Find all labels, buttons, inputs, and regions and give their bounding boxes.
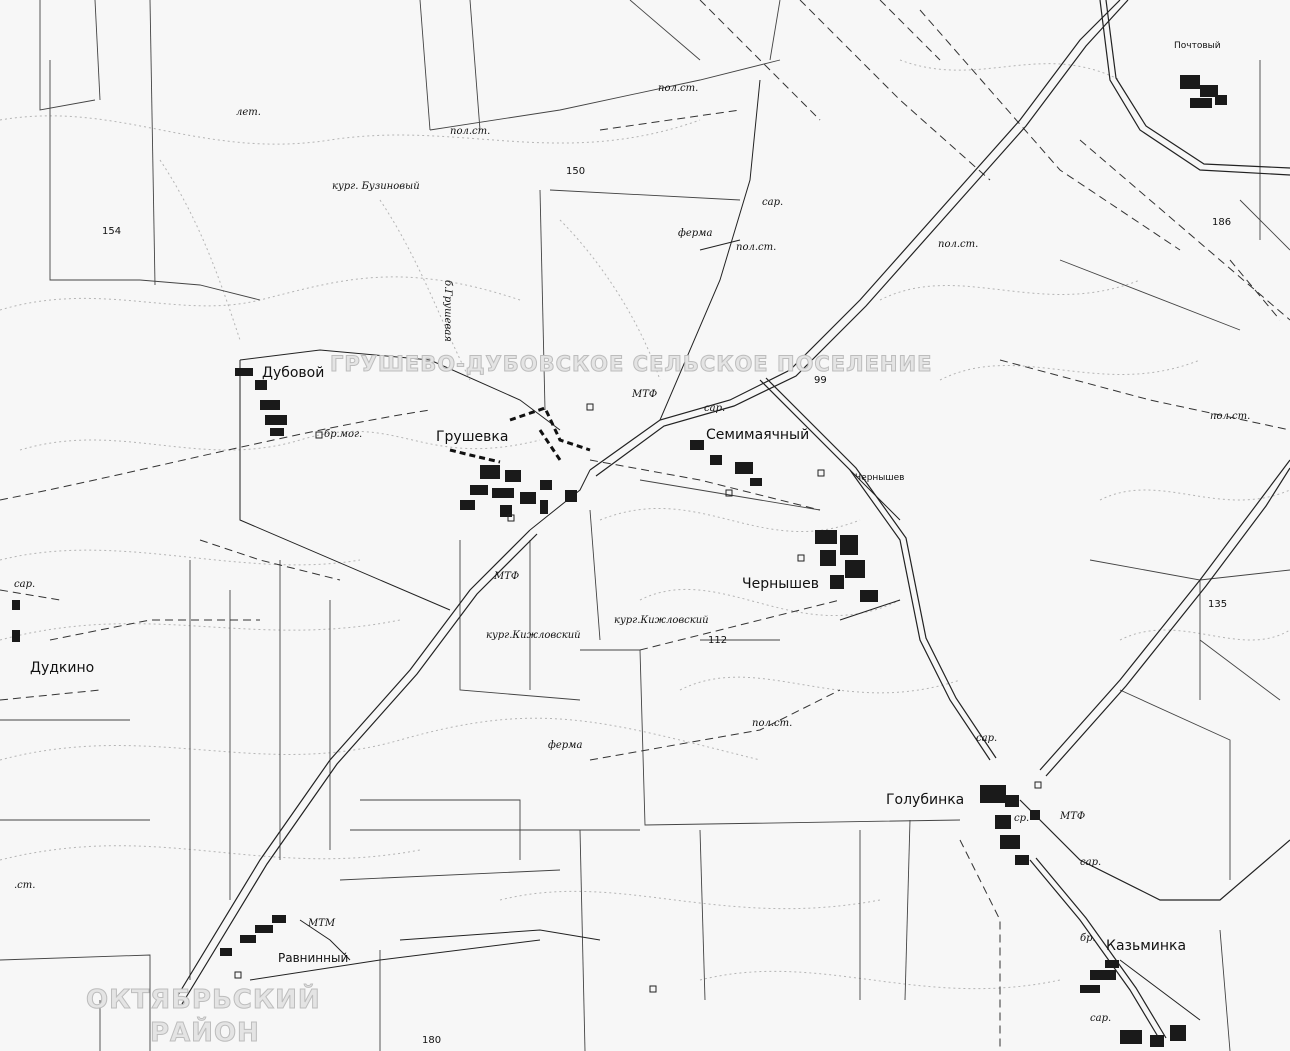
label-kurg-kizhlovsky-1: кург.Кижловский xyxy=(486,630,581,641)
label-sar-2: сар. xyxy=(704,403,726,414)
town-pochtovy: Почтовый xyxy=(1174,41,1221,51)
grushevka-outline xyxy=(449,406,591,464)
label-ferma-2: ферма xyxy=(548,740,583,751)
town-kazminka: Казьминка xyxy=(1106,938,1187,954)
number-186: 186 xyxy=(1212,217,1232,228)
label-mtf-1: МТФ xyxy=(632,389,658,400)
label-sar-3: сар. xyxy=(14,579,36,590)
label-sar-5: сар. xyxy=(1080,857,1102,868)
town-chernyshev-small: Чернышев xyxy=(855,473,905,483)
number-150: 150 xyxy=(566,166,586,177)
town-dubovoy: Дубовой xyxy=(262,365,325,381)
settlement-watermark: ГРУШЕВО-ДУБОВСКОЕ СЕЛЬСКОЕ ПОСЕЛЕНИЕ xyxy=(329,352,933,377)
district-watermark-line2: РАЙОН xyxy=(150,1018,260,1049)
town-chernyshev: Чернышев xyxy=(742,576,819,592)
label-pol-st-7: .ст. xyxy=(14,880,36,891)
label-pol-st-4: пол.ст. xyxy=(938,239,979,250)
number-112: 112 xyxy=(708,635,728,646)
label-balka-grusheva: б.Грушевая xyxy=(442,280,453,342)
label-mtf-3: МТФ xyxy=(1060,811,1086,822)
number-180: 180 xyxy=(422,1035,442,1046)
label-ferma-1: ферма xyxy=(678,228,713,239)
secondary-roads xyxy=(239,79,1201,1021)
map-markers xyxy=(234,403,1042,993)
label-pol-st-2: пол.ст. xyxy=(450,126,491,137)
label-pol-st-6: пол.ст. xyxy=(752,718,793,729)
label-sar-6: сар. xyxy=(1090,1013,1112,1024)
town-dudkino: Дудкино xyxy=(30,660,95,676)
town-golubinka: Голубинка xyxy=(886,792,965,808)
district-watermark-line1: ОКТЯБРЬСКИЙ xyxy=(86,985,321,1016)
number-135: 135 xyxy=(1208,599,1228,610)
town-semimayachny: Семимаячный xyxy=(706,427,810,443)
number-154: 154 xyxy=(102,226,122,237)
label-pol-st-3: пол.ст. xyxy=(736,242,777,253)
town-ravninny: Равнинный xyxy=(278,951,349,965)
label-mtf-2: МТФ xyxy=(494,571,520,582)
label-sr: ср. xyxy=(1014,813,1030,824)
label-sar-4: сар. xyxy=(976,733,998,744)
label-kurg-buzinovy: кург. Бузиновый xyxy=(332,181,420,192)
town-grushevka: Грушевка xyxy=(436,429,509,445)
label-mtm: МТМ xyxy=(308,918,336,929)
label-let: лет. xyxy=(236,107,261,118)
contour-lines xyxy=(0,59,1290,990)
settlement-blocks xyxy=(12,75,1227,1047)
label-kurg-kizhlovsky-2: кург.Кижловский xyxy=(614,615,709,626)
label-pol-st-5: пол.ст. xyxy=(1210,411,1251,422)
label-sar-1: сар. xyxy=(762,197,784,208)
label-br: бр. xyxy=(1080,933,1096,944)
label-br-mog: бр.мог. xyxy=(324,429,363,440)
label-pol-st-1: пол.ст. xyxy=(658,83,699,94)
main-roads xyxy=(174,0,1290,1041)
number-99: 99 xyxy=(814,375,827,386)
